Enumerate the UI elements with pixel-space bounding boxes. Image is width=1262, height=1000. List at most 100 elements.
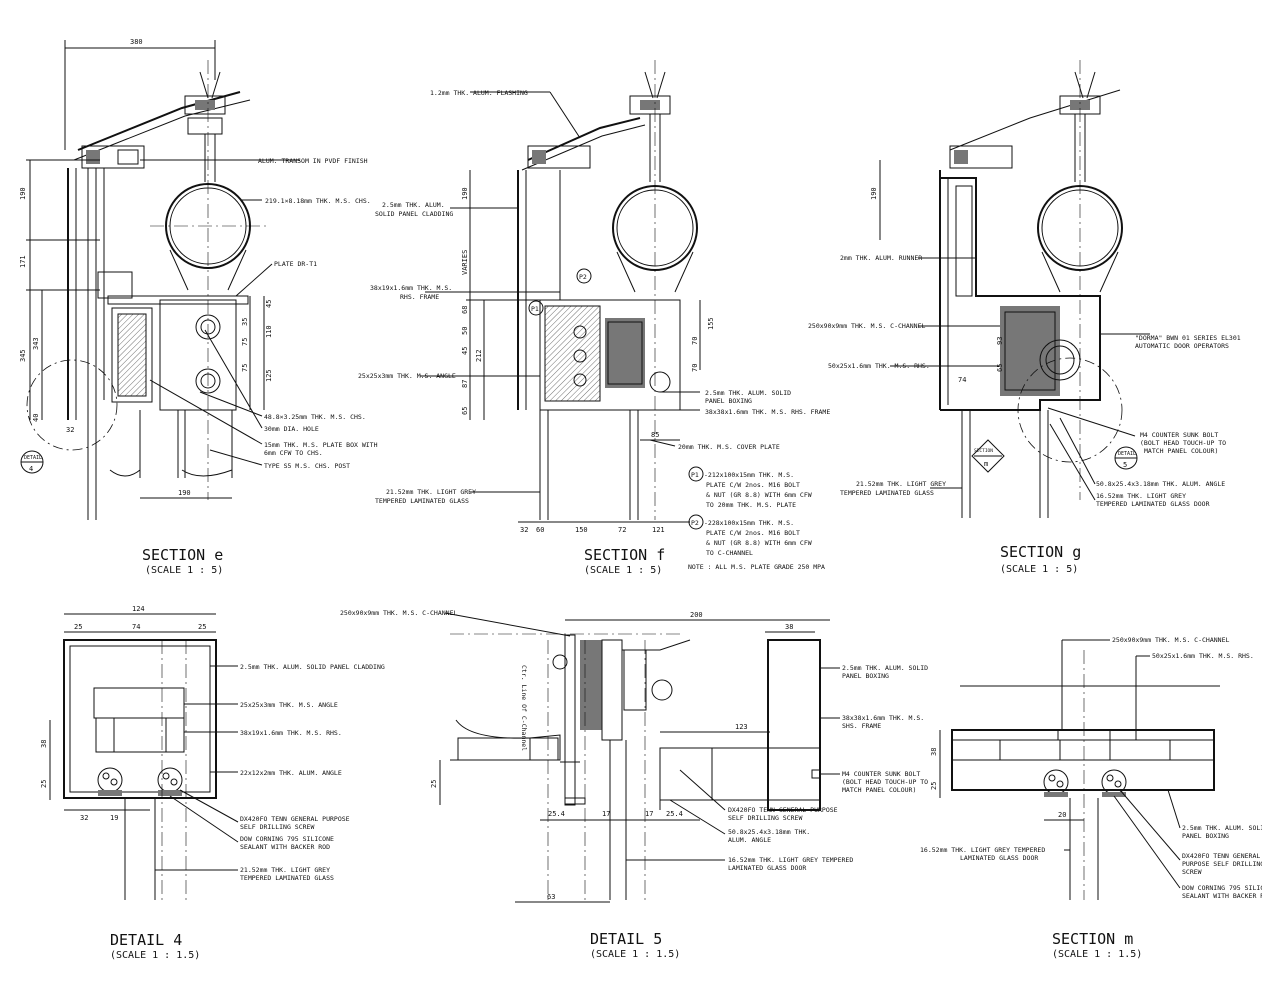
label-boxing: PANEL BOXING bbox=[705, 397, 752, 405]
label-plate-box: 15mm THK. M.S. PLATE BOX WITH bbox=[264, 441, 378, 449]
detail-4: 124 25 74 25 38 25 32 19 bbox=[40, 605, 385, 961]
label-hole: 30mm DIA. HOLE bbox=[264, 425, 319, 433]
leader-lines bbox=[1061, 639, 1181, 889]
dim-label: 25 bbox=[74, 623, 82, 631]
dim-label: 20 bbox=[1058, 811, 1066, 819]
label-cchannel: 250x90x9mm THK. M.S. C-CHANNEL bbox=[340, 609, 457, 617]
svg-text:P1: P1 bbox=[691, 471, 699, 479]
label-cladding: 2.5mm THK. ALUM. SOLID PANEL CLADDING bbox=[240, 663, 385, 671]
label-plate: PLATE DR-T1 bbox=[274, 260, 317, 268]
spider-fitting bbox=[629, 71, 671, 115]
dim-label: 50 bbox=[461, 327, 469, 335]
label-post: TYPE S5 M.S. CHS. POST bbox=[264, 462, 350, 470]
canopy-line bbox=[77, 91, 241, 151]
label-boxing: PANEL BOXING bbox=[1182, 832, 1229, 840]
dim-label: 65 bbox=[996, 364, 1004, 372]
svg-text:& NUT (GR 8.8) WITH 6mm CFW: & NUT (GR 8.8) WITH 6mm CFW bbox=[706, 539, 812, 547]
dim-label: 60 bbox=[536, 526, 544, 534]
label-bolt: MATCH PANEL COLOUR) bbox=[842, 786, 916, 794]
label-sealant: SEALANT WITH BACKER R bbox=[1182, 892, 1262, 900]
label-flashing: 1.2mm THK. ALUM. FLASHING bbox=[430, 89, 528, 97]
svg-text:P1: P1 bbox=[531, 305, 539, 313]
label-plate-box: 6mm CFW TO CHS. bbox=[264, 449, 323, 457]
dim-label: 124 bbox=[132, 605, 145, 613]
label-angle: 25x25x3mm THK. M.S. ANGLE bbox=[358, 372, 456, 380]
leader-lines bbox=[140, 159, 300, 466]
label-sealant: DOW CORNING 795 SILICONE bbox=[240, 835, 334, 843]
dim-label: 190 bbox=[178, 489, 191, 497]
section-scale: (SCALE 1 : 5) bbox=[584, 565, 662, 576]
label-door: LAMINATED GLASS DOOR bbox=[728, 864, 806, 872]
dim-label: 45 bbox=[461, 347, 469, 355]
label-glass: TEMPERED LAMINATED GLASS bbox=[840, 489, 934, 497]
chs-column bbox=[150, 60, 270, 500]
dim-label: 93 bbox=[996, 337, 1004, 345]
dim-label: 190 bbox=[870, 187, 878, 200]
label-bolt: (BOLT HEAD TOUCH-UP TO bbox=[842, 778, 928, 786]
label-sealant: SEALANT WITH BACKER ROD bbox=[240, 843, 330, 851]
dim-label: 68 bbox=[461, 306, 469, 314]
dim-label: 190 bbox=[19, 187, 27, 200]
dim-label: 74 bbox=[132, 623, 140, 631]
flashing-line bbox=[521, 124, 646, 171]
dim-label: 85 bbox=[651, 431, 659, 439]
panel-cladding bbox=[517, 170, 681, 520]
section-m: 38 25 20 250x90x9mm THK. M.S. C-CHANNEL … bbox=[920, 636, 1262, 960]
svg-text:m: m bbox=[984, 460, 988, 468]
svg-text:NOTE : ALL M.S. PLATE GRADE 25: NOTE : ALL M.S. PLATE GRADE 250 MPA bbox=[688, 563, 825, 571]
label-chs-small: 48.8×3.25mm THK. M.S. CHS. bbox=[264, 413, 366, 421]
dim-label: 70 bbox=[691, 337, 699, 345]
label-rhs: 50x25x1.6mm THK. M.S. RHS. bbox=[1152, 652, 1254, 660]
label-sealant: DOW CORNING 795 SILICO bbox=[1182, 884, 1262, 892]
label-alum-angle: 22x12x2mm THK. ALUM. ANGLE bbox=[240, 769, 342, 777]
label-angle: 50.8x25.4x3.18mm THK. ALUM. ANGLE bbox=[1096, 480, 1225, 488]
label-glass: 21.52mm THK. LIGHT GREY bbox=[240, 866, 330, 874]
panel-cladding bbox=[63, 639, 217, 900]
label-door: 16.52mm THK. LIGHT GREY TEMPERED bbox=[728, 856, 853, 864]
section-title: SECTION e bbox=[142, 546, 223, 564]
label-rhs: RHS. FRAME bbox=[400, 293, 439, 301]
chs-column bbox=[612, 60, 698, 520]
label-ctr-line: Ctr. Line Of C-Channel bbox=[520, 665, 528, 751]
label-door: 16.52mm THK. LIGHT GREY bbox=[1096, 492, 1186, 500]
dim-label: 38 bbox=[40, 740, 48, 748]
dim-label: 125 bbox=[265, 369, 273, 382]
dim-label: 32 bbox=[80, 814, 88, 822]
section-title: DETAIL 4 bbox=[110, 931, 182, 949]
flashing-line bbox=[527, 117, 641, 161]
dim-label: 343 bbox=[32, 337, 40, 350]
dim-label: VARIES bbox=[461, 250, 469, 275]
section-title: SECTION m bbox=[1052, 930, 1133, 948]
section-g: SECTION m DETAIL 5 190 93 65 74 2mm THK.… bbox=[808, 60, 1241, 575]
dim-label: 38 bbox=[785, 623, 793, 631]
label-glass: TEMPERED LAMINATED GLASS bbox=[240, 874, 334, 882]
dim-label: 155 bbox=[707, 317, 715, 330]
label-screw: DX420FO TENN GENERAL PURPOSE bbox=[240, 815, 350, 823]
label-screw: DX420FO TENN GENERAL PURPOSE bbox=[728, 806, 838, 814]
label-glass: 21.52mm THK. LIGHT GREY bbox=[386, 488, 476, 496]
dim-label: 72 bbox=[618, 526, 626, 534]
label-shs: SHS. FRAME bbox=[842, 722, 881, 730]
dim-label: 25 bbox=[430, 780, 438, 788]
label-shs: 38x38x1.6mm THK. M.S. bbox=[842, 714, 924, 722]
svg-text:-228x100x15mm THK. M.S.: -228x100x15mm THK. M.S. bbox=[704, 519, 794, 527]
label-door: TEMPERED LAMINATED GLASS DOOR bbox=[1096, 500, 1210, 508]
svg-text:5: 5 bbox=[1123, 461, 1127, 469]
svg-text:DETAIL: DETAIL bbox=[1118, 451, 1136, 457]
dim-label: 19 bbox=[110, 814, 118, 822]
label-rhs-frame: 38x38x1.6mm THK. M.S. RHS. FRAME bbox=[705, 408, 830, 416]
label-cladding: SOLID PANEL CLADDING bbox=[375, 210, 453, 218]
label-cchannel: 250x90x9mm THK. M.S. C-CHANNEL bbox=[1112, 636, 1229, 644]
label-dorma: "DORMA" BWN 01 SERIES EL301 bbox=[1135, 334, 1241, 342]
leader-lines bbox=[420, 91, 700, 493]
p1-tag: P1 bbox=[528, 300, 544, 316]
section-f: 190 VARIES 68 50 45 212 87 65 155 70 70 … bbox=[358, 60, 830, 576]
dim-label: 25 bbox=[198, 623, 206, 631]
label-screw: DX420FO TENN GENERAL bbox=[1182, 852, 1260, 860]
svg-text:PLATE C/W 2nos. M16 BOLT: PLATE C/W 2nos. M16 BOLT bbox=[706, 481, 800, 489]
chs-column bbox=[1037, 60, 1123, 500]
label-glass: 21.52mm THK. LIGHT GREY bbox=[856, 480, 946, 488]
detail-callout-circle bbox=[1017, 357, 1123, 463]
label-chs: 219.1×8.18mm THK. M.S. CHS. bbox=[265, 197, 371, 205]
transom bbox=[949, 145, 1013, 169]
